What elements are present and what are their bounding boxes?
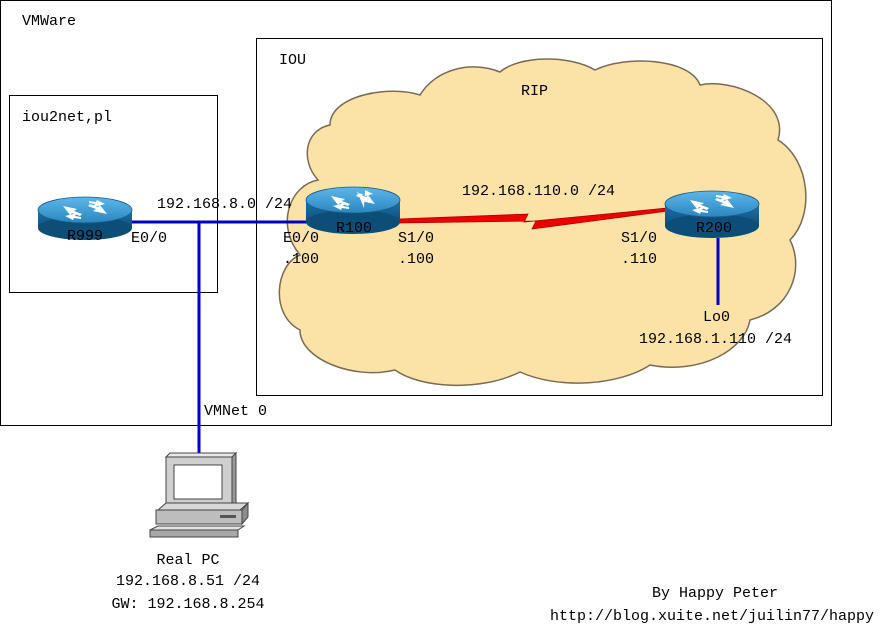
router-r999 <box>37 196 133 240</box>
iou2net-label: iou2net,pl <box>22 109 113 126</box>
router-arrows-icon <box>63 200 107 220</box>
lan-network-label: 192.168.8.0 /24 <box>157 196 293 213</box>
r100-s10-ip: .100 <box>398 251 435 268</box>
router-r200-label: R200 <box>696 220 733 237</box>
vmnet-label: VMNet 0 <box>204 403 268 420</box>
iou-box <box>256 38 823 396</box>
router-r100 <box>305 186 401 234</box>
router-r100-label: R100 <box>336 220 373 237</box>
vmware-box <box>0 0 832 426</box>
pc-ip: 192.168.8.51 /24 <box>115 573 261 590</box>
router-arrows-icon <box>331 190 375 210</box>
pc-name: Real PC <box>156 552 220 569</box>
r100-s10-label: S1/0 <box>398 230 435 247</box>
r200-s10-ip: .110 <box>621 251 658 268</box>
r100-e00-ip: .100 <box>283 251 320 268</box>
pc-icon <box>149 451 250 538</box>
r100-e00-label: E0/0 <box>283 230 320 247</box>
r999-e00-label: E0/0 <box>131 230 168 247</box>
router-arrows-icon <box>690 194 734 214</box>
vmware-label: VMWare <box>22 13 77 30</box>
iou-label: IOU <box>279 52 307 69</box>
router-r999-label: R999 <box>67 228 104 245</box>
r200-s10-label: S1/0 <box>621 230 658 247</box>
wan-network-label: 192.168.110.0 /24 <box>462 183 616 200</box>
credit-author: By Happy Peter <box>652 585 779 602</box>
iou2net-box <box>9 95 218 293</box>
r200-lo0-label: Lo0 <box>703 309 731 326</box>
credit-url[interactable]: http://blog.xuite.net/juilin77/happy <box>550 608 875 625</box>
r200-lo0-net: 192.168.1.110 /24 <box>639 331 793 348</box>
router-r200 <box>664 190 760 238</box>
rip-label: RIP <box>521 83 549 100</box>
pc-gateway: GW: 192.168.8.254 <box>111 596 265 613</box>
